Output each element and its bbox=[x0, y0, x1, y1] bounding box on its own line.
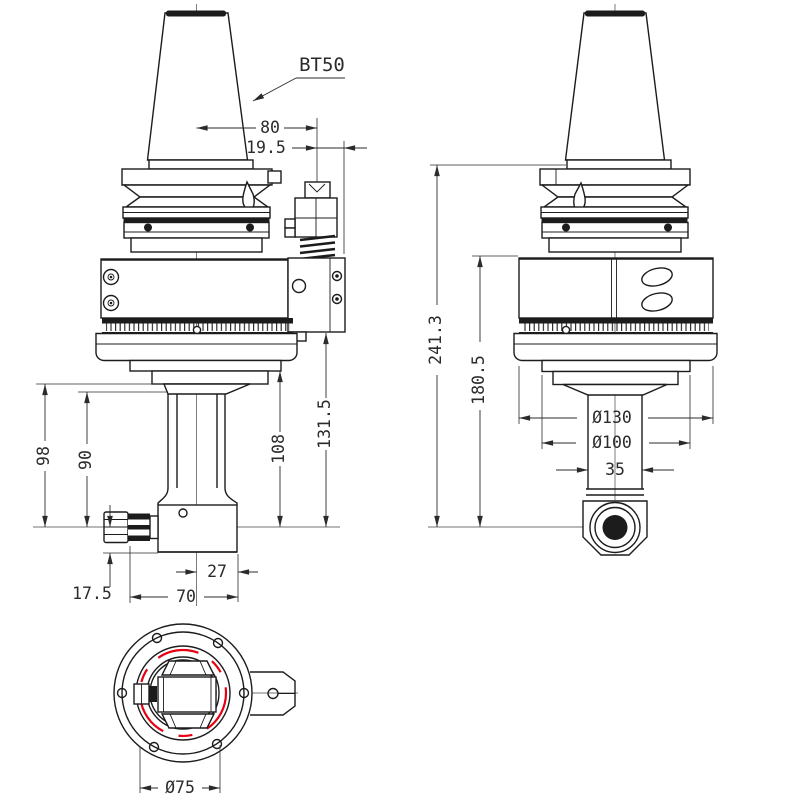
dim-70: 70 bbox=[129, 546, 238, 606]
gear-housing-front bbox=[100, 258, 289, 319]
housing-badge-bottom bbox=[641, 292, 673, 312]
dim-241-3-label: 241.3 bbox=[426, 315, 445, 365]
dim-17-5-label: 17.5 bbox=[72, 584, 112, 603]
dim-108: 108 bbox=[269, 371, 288, 527]
front-view: BT50 80 19.5 98 90 bbox=[33, 4, 367, 606]
dim-17-5: 17.5 bbox=[72, 505, 158, 603]
oring-dot-right bbox=[246, 223, 254, 232]
bt50-taper-cone bbox=[146, 12, 249, 161]
scale-index-hole-side bbox=[561, 325, 571, 335]
dim-180-5: 180.5 bbox=[469, 255, 518, 527]
spindle-slot-detail bbox=[133, 660, 217, 729]
oring-dot-left bbox=[144, 223, 152, 232]
graduated-scale-ring-side bbox=[513, 318, 718, 362]
spindle-neck-side bbox=[541, 359, 691, 496]
dim-19-5-label: 19.5 bbox=[246, 138, 286, 157]
tab-hole bbox=[267, 687, 279, 700]
dim-dia75-label: Ø75 bbox=[165, 778, 195, 797]
stop-pin-cap bbox=[304, 181, 331, 199]
v-flange-side bbox=[539, 168, 691, 253]
dim-70-label: 70 bbox=[176, 587, 196, 606]
dim-80: 80 bbox=[196, 118, 318, 182]
stop-block-assembly bbox=[284, 181, 346, 342]
taper-end-cap bbox=[166, 10, 226, 17]
gear-housing-side bbox=[518, 257, 714, 319]
angle-head-body bbox=[103, 504, 238, 553]
dim-dia100: Ø100 bbox=[541, 375, 691, 452]
spindle-neck-front bbox=[129, 359, 282, 505]
dim-80-label: 80 bbox=[260, 118, 280, 137]
dim-241-3: 241.3 bbox=[426, 164, 566, 527]
dim-131-5-label: 131.5 bbox=[315, 399, 334, 449]
dim-90: 90 bbox=[76, 391, 168, 527]
side-view: 241.3 180.5 Ø130 Ø100 35 bbox=[426, 4, 718, 556]
bottom-view: Ø75 bbox=[113, 623, 298, 797]
dim-180-5-label: 180.5 bbox=[469, 355, 488, 405]
torque-arm-tab bbox=[250, 671, 296, 716]
bt50-taper-cone-side bbox=[564, 12, 666, 161]
dim-98: 98 bbox=[34, 383, 163, 527]
spring-coil bbox=[299, 234, 336, 261]
dim-27-label: 27 bbox=[207, 562, 227, 581]
dim-19-5: 19.5 bbox=[246, 138, 367, 254]
rotation-indicator-arc bbox=[138, 648, 228, 738]
dim-dia100-label: Ø100 bbox=[592, 433, 632, 452]
dim-35: 35 bbox=[556, 460, 674, 479]
v-notch bbox=[308, 183, 326, 193]
taper-end-cap-side bbox=[585, 10, 645, 17]
dim-dia130: Ø130 bbox=[518, 366, 714, 427]
housing-badge-top bbox=[641, 267, 673, 287]
dim-90-label: 90 bbox=[76, 450, 95, 470]
dim-dia130-label: Ø130 bbox=[592, 408, 632, 427]
dim-108-label: 108 bbox=[269, 434, 288, 464]
bolt-holes bbox=[116, 632, 250, 753]
taper-label-callout: BT50 bbox=[252, 54, 345, 102]
drive-slot bbox=[157, 676, 217, 713]
output-end-face bbox=[582, 500, 648, 556]
taper-collar bbox=[148, 159, 254, 170]
dim-131-5: 131.5 bbox=[315, 333, 334, 527]
scale-index-hole bbox=[192, 325, 202, 335]
output-bore bbox=[602, 515, 628, 540]
dim-98-label: 98 bbox=[34, 446, 53, 466]
dim-27: 27 bbox=[176, 554, 258, 602]
v-flange bbox=[121, 168, 282, 253]
taper-label: BT50 bbox=[299, 54, 345, 76]
dim-dia75: Ø75 bbox=[139, 745, 221, 797]
dim-35-label: 35 bbox=[605, 460, 625, 479]
scale-ticks-side bbox=[524, 323, 709, 331]
output-clamp-nut bbox=[103, 511, 159, 544]
graduated-scale-ring-front bbox=[95, 318, 298, 362]
